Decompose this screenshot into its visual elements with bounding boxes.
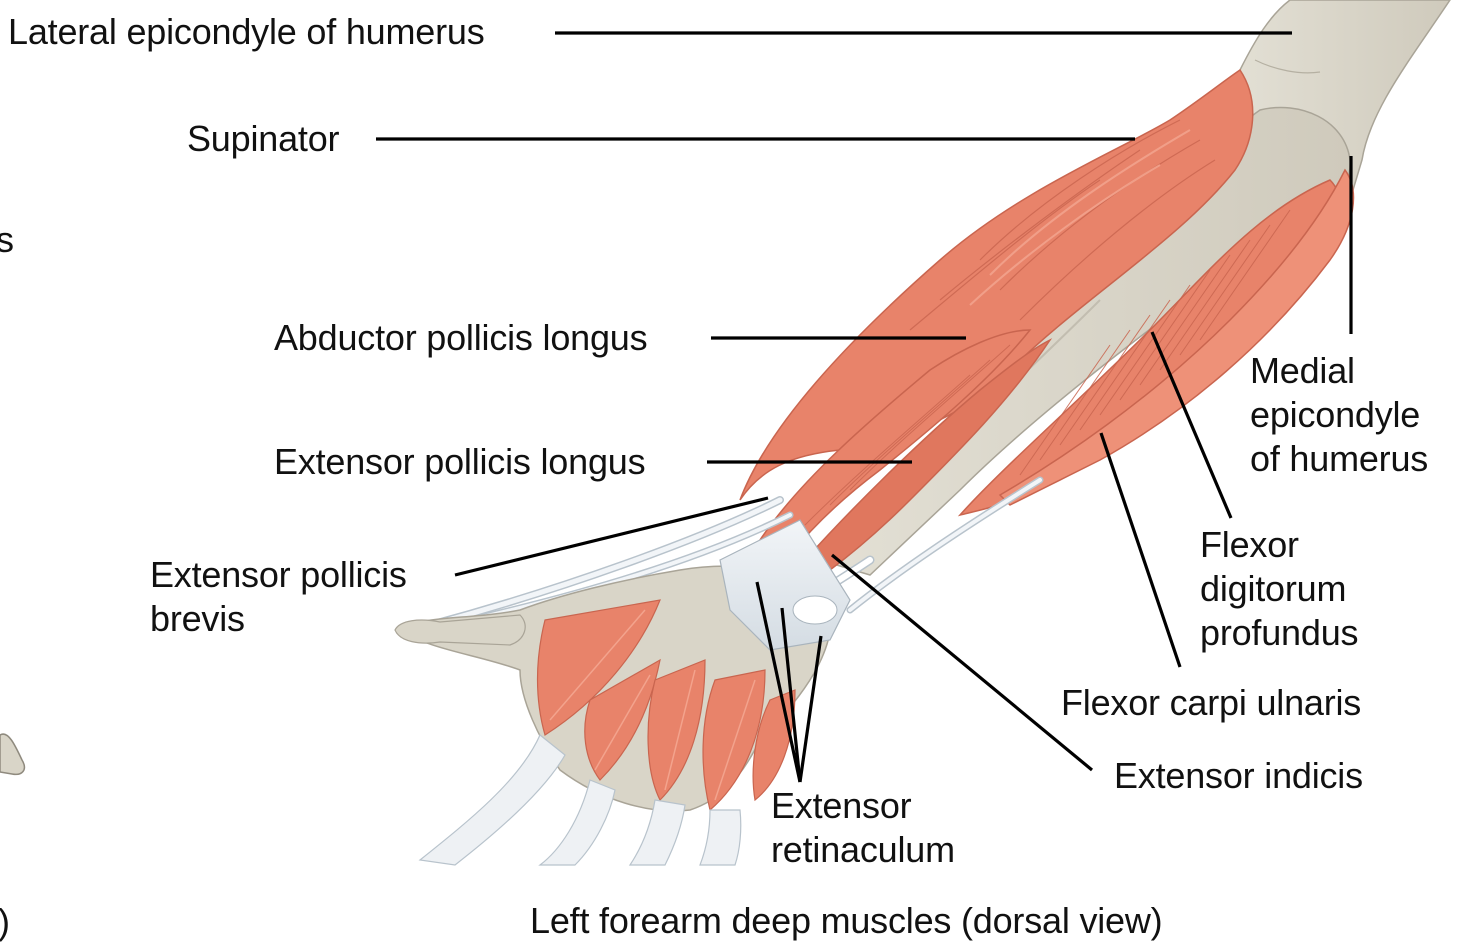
label-extensor-pollicis-brevis: Extensor pollicis brevis <box>150 553 407 641</box>
thumb-bone <box>394 614 526 646</box>
label-extensor-retinaculum: Extensor retinaculum <box>771 784 955 872</box>
label-line: retinaculum <box>771 829 955 870</box>
label-line: Flexor <box>1200 524 1299 565</box>
label-lateral-epicondyle: Lateral epicondyle of humerus <box>8 11 485 52</box>
label-line: Medial <box>1250 350 1355 391</box>
leader-line-flexor-carpi-ulnaris <box>1099 432 1182 668</box>
leader-lines <box>376 31 1353 783</box>
label-line: profundus <box>1200 612 1359 653</box>
label-line: epicondyle <box>1250 394 1421 435</box>
label-line: Extensor pollicis <box>150 554 407 595</box>
leader-line-flexor-digitorum-profundus <box>1150 331 1233 519</box>
label-medial-epicondyle: Medial epicondyle of humerus <box>1250 349 1428 481</box>
flexor-digitorum-profundus-muscle <box>957 179 1342 517</box>
supinator-muscle <box>739 68 1254 501</box>
figure-caption: Left forearm deep muscles (dorsal view) <box>530 900 1163 941</box>
leader-line-extensor-indicis <box>830 553 1094 772</box>
label-line: brevis <box>150 598 245 639</box>
leader-line-extensor-retinaculum-2 <box>780 607 802 783</box>
label-extensor-pollicis-longus: Extensor pollicis longus <box>274 441 646 482</box>
leader-line-extensor-pollicis-brevis <box>454 496 769 577</box>
label-flexor-digitorum-profundus: Flexor digitorum profundus <box>1200 523 1359 655</box>
finger-extensor-expansions <box>418 734 742 866</box>
label-extensor-indicis: Extensor indicis <box>1114 755 1363 796</box>
leader-line-extensor-retinaculum-1 <box>755 581 802 783</box>
label-abductor-pollicis-longus: Abductor pollicis longus <box>274 317 648 358</box>
extensor-retinaculum-band <box>719 519 851 651</box>
label-flexor-carpi-ulnaris: Flexor carpi ulnaris <box>1061 682 1362 723</box>
label-line: digitorum <box>1200 568 1347 609</box>
leader-line-extensor-retinaculum-3 <box>798 635 823 783</box>
cropped-text-fragment: s <box>0 219 14 260</box>
label-line: of humerus <box>1250 438 1429 479</box>
label-supinator: Supinator <box>187 118 340 159</box>
cropped-bone-fragment <box>0 733 26 776</box>
label-line: Extensor <box>771 785 912 826</box>
cropped-text-fragment: ) <box>0 902 10 942</box>
flexor-carpi-ulnaris-muscle <box>998 168 1355 506</box>
